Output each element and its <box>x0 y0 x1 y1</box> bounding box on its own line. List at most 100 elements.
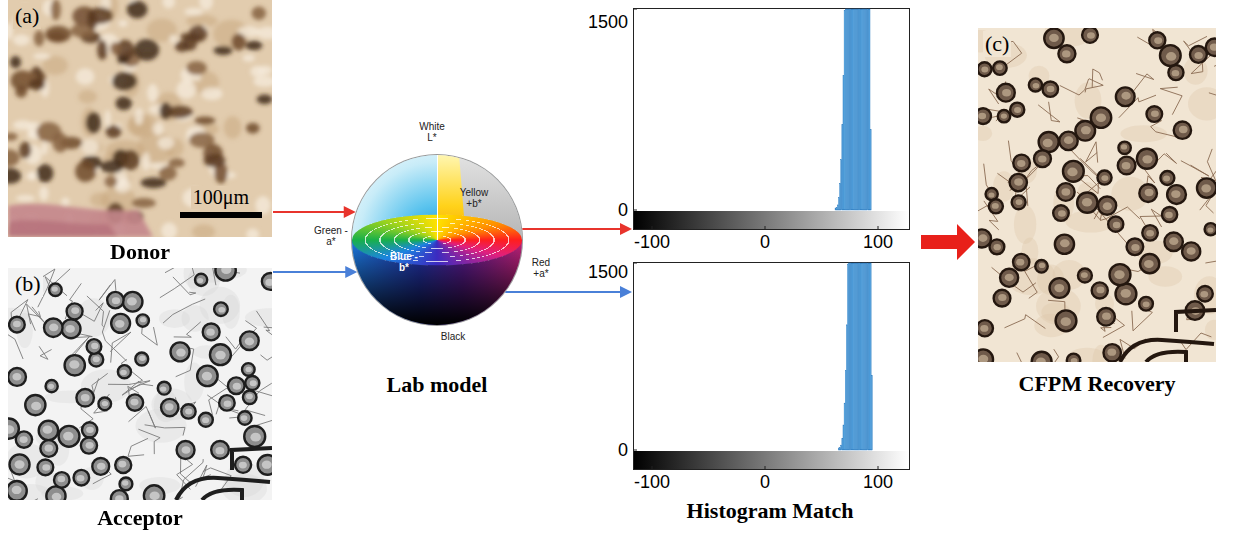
axis-ticks <box>633 263 878 470</box>
histogram-bar <box>850 9 851 210</box>
cell-center <box>206 329 214 336</box>
y-tick <box>633 9 637 10</box>
cell <box>1000 269 1018 287</box>
tissue-highlight <box>42 141 48 155</box>
fiber <box>978 250 979 267</box>
cell <box>1044 29 1063 48</box>
cell-center <box>245 338 254 346</box>
cell <box>8 418 19 438</box>
cell <box>161 399 178 416</box>
cell-center <box>250 433 260 442</box>
panel-letter: (b) <box>13 271 43 296</box>
group-caption: Histogram Match <box>687 498 854 523</box>
histogram-bar <box>860 263 861 450</box>
fiber <box>145 425 185 436</box>
micrograph-ground <box>978 28 1216 362</box>
cell <box>1077 192 1097 212</box>
cell-center <box>1165 212 1173 218</box>
cell <box>1032 352 1052 362</box>
histogram-bar <box>836 208 837 210</box>
tissue-edge <box>1120 310 1216 362</box>
histogram-bar <box>861 9 862 210</box>
cell-center <box>1096 287 1104 294</box>
x-tick-label: -100 <box>634 232 670 253</box>
histogram-bar <box>838 448 839 450</box>
cell <box>228 377 245 394</box>
tissue-highlight <box>33 53 50 59</box>
cell-center <box>262 461 272 469</box>
cell <box>74 470 90 486</box>
cell <box>87 339 102 354</box>
cell <box>8 368 26 386</box>
cell-center <box>202 372 212 381</box>
cell-center <box>81 394 90 401</box>
cell <box>1078 269 1092 283</box>
cell-center <box>1121 92 1130 100</box>
histogram-bar <box>857 263 858 450</box>
cell-center <box>97 463 105 470</box>
cell <box>1182 242 1200 260</box>
y-tick-label: 0 <box>618 440 628 461</box>
lab-color-sphere: Lab model <box>352 155 522 325</box>
x-tick <box>652 466 653 470</box>
cell-center <box>1194 52 1202 59</box>
fiber <box>1205 260 1216 271</box>
cell-center <box>1067 168 1077 177</box>
cell <box>1103 344 1120 361</box>
panel-letter: (c) <box>983 31 1011 56</box>
histogram-bar <box>842 125 843 210</box>
cell <box>1013 254 1029 270</box>
tissue-shade <box>78 90 97 104</box>
cell <box>127 394 143 410</box>
cell-center <box>233 383 241 390</box>
histogram-bar <box>845 370 846 450</box>
histogram-bar <box>842 438 843 450</box>
tissue-highlight <box>162 0 175 8</box>
tissue-highlight <box>158 137 174 150</box>
meridian-line <box>437 155 438 240</box>
stain-band <box>8 220 118 237</box>
cell-center <box>1014 107 1021 113</box>
cell <box>1168 65 1183 80</box>
tissue-highlight <box>39 186 48 201</box>
cell-center <box>42 464 50 471</box>
cell <box>211 441 229 459</box>
cell-group <box>978 28 1216 362</box>
color-axis-label: Red +a* <box>526 257 556 280</box>
recovery-micrograph <box>978 28 1216 362</box>
histogram-bar <box>871 375 872 450</box>
plot-frame <box>634 263 910 470</box>
cell <box>158 382 171 395</box>
acceptor-image-panel: (b)Acceptor <box>8 268 272 500</box>
cell-center <box>185 408 192 414</box>
cell <box>1035 260 1048 273</box>
cell-center <box>1102 312 1111 319</box>
fiber <box>1005 315 1046 329</box>
cell-blob <box>8 133 18 141</box>
cell-center <box>91 343 98 349</box>
cell-group <box>8 268 272 500</box>
cell-center <box>115 495 123 500</box>
color-axis-label: Green -a* <box>314 225 348 248</box>
cell-center <box>118 461 126 468</box>
x-tick-label: 0 <box>760 232 770 253</box>
cell-center <box>1014 178 1023 185</box>
cell <box>1190 46 1207 63</box>
tissue-texture <box>8 0 272 237</box>
cell-center <box>1033 83 1040 89</box>
red-flow-arrow <box>522 223 632 235</box>
cell <box>998 110 1010 122</box>
cell <box>1010 103 1024 117</box>
histogram-bar <box>858 263 859 450</box>
cell-center <box>1047 86 1055 93</box>
cell-center <box>112 297 120 304</box>
histogram-bar <box>840 448 841 450</box>
fiber <box>1017 353 1057 363</box>
cell-blob <box>257 95 272 105</box>
background-patch <box>76 298 110 337</box>
cell <box>1164 233 1182 251</box>
tissue-highlight <box>250 66 265 78</box>
fiber <box>1086 142 1098 163</box>
histogram-bar <box>847 264 848 450</box>
cell-center <box>998 294 1006 301</box>
